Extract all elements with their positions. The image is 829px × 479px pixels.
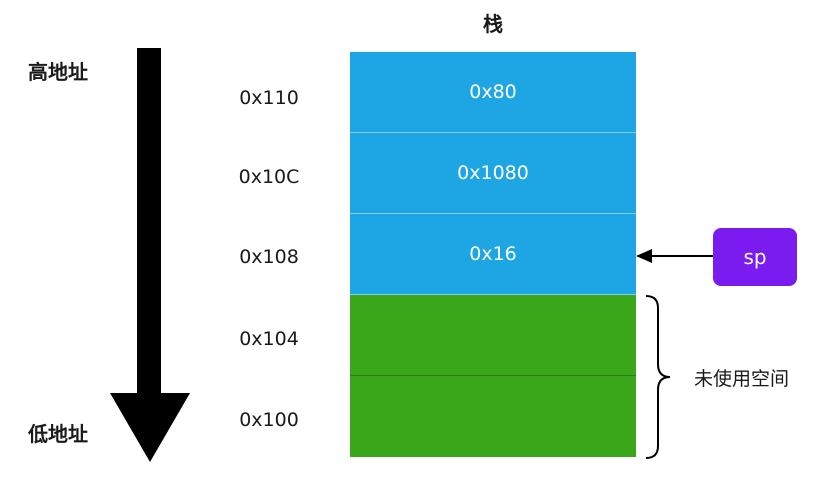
high-address-label: 高地址 (28, 60, 88, 84)
stack-cell-1: 0x1080 (350, 133, 636, 214)
stack-cell-3 (350, 295, 636, 376)
arrow-left-icon (636, 249, 714, 263)
stack-cell-4 (350, 376, 636, 457)
stack-cell-2: 0x16 (350, 214, 636, 295)
stack-column: 0x80 0x1080 0x16 (350, 52, 636, 457)
address-label-0: 0x110 (239, 87, 299, 109)
address-label-4: 0x100 (239, 409, 299, 431)
address-label-2: 0x108 (239, 246, 299, 268)
unused-space-label: 未使用空间 (694, 368, 790, 390)
stack-cell-value: 0x1080 (457, 162, 529, 184)
stack-cell-value: 0x16 (469, 243, 517, 265)
address-label-3: 0x104 (239, 328, 299, 350)
address-label-1: 0x10C (238, 166, 300, 188)
stack-cell-value: 0x80 (469, 81, 517, 103)
low-address-label: 低地址 (28, 422, 88, 446)
stack-pointer-label: sp (743, 245, 767, 269)
stack-pointer-box: sp (713, 228, 797, 286)
stack-title: 栈 (483, 12, 503, 36)
arrow-down-icon (110, 48, 190, 462)
stack-cell-0: 0x80 (350, 52, 636, 133)
right-curly-brace-icon (645, 295, 671, 459)
